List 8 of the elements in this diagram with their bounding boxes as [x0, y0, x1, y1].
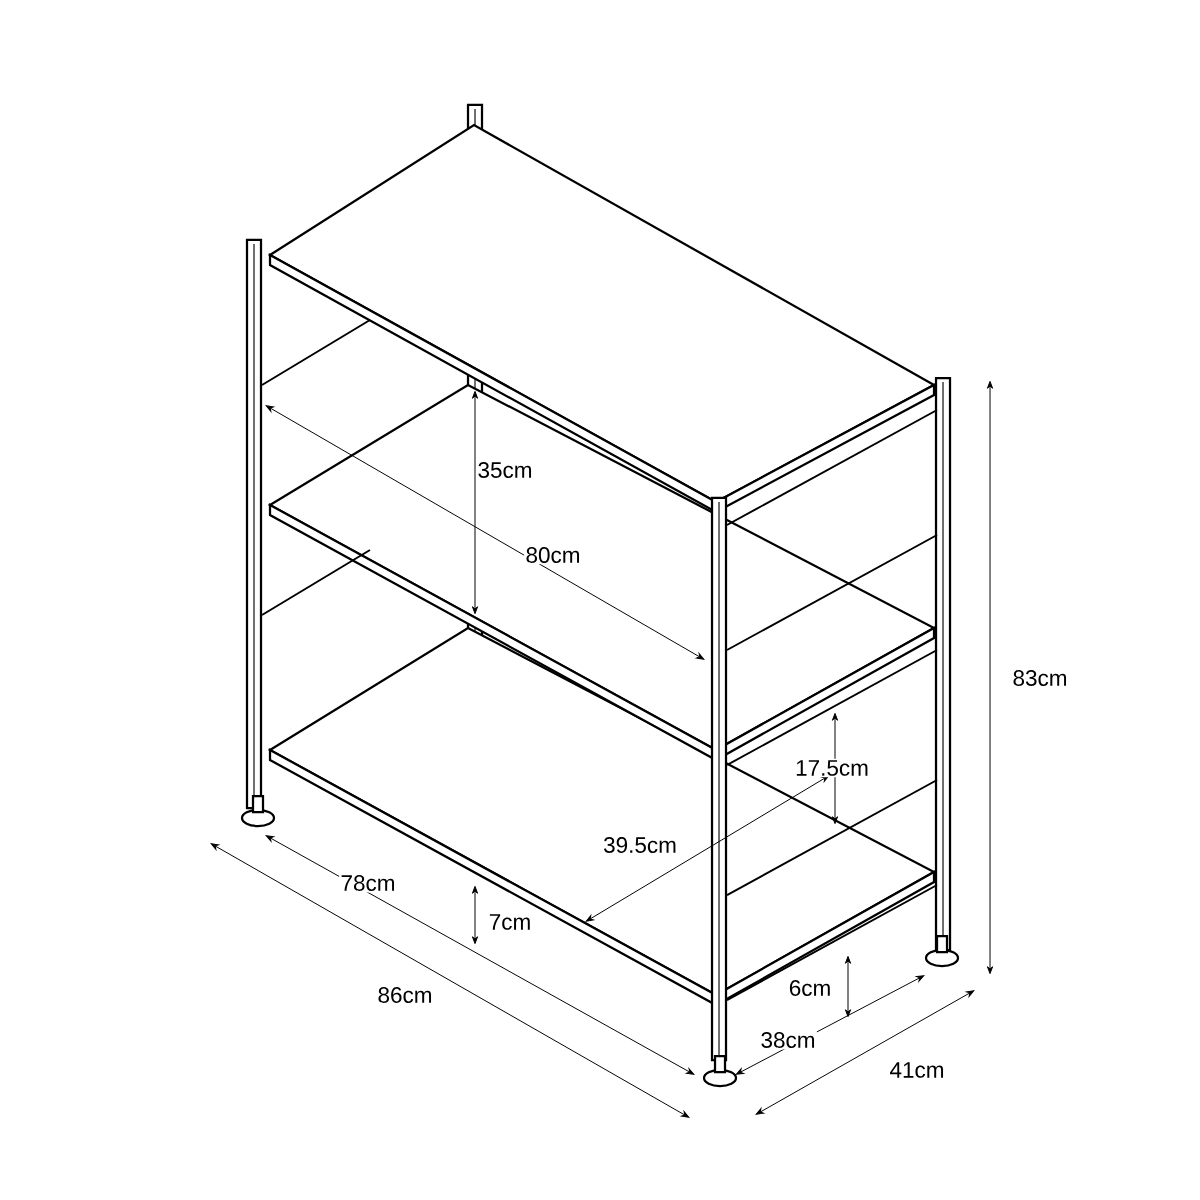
dimension-label: 86cm — [376, 985, 434, 1005]
dimension-label: 78cm — [339, 873, 397, 893]
dimension-label: 7cm — [487, 912, 533, 932]
dimension-label: 41cm — [888, 1060, 946, 1080]
dimension-label: 6cm — [787, 978, 833, 998]
dimension-label: 17.5cm — [793, 758, 871, 778]
dimension-label: 83cm — [1011, 668, 1069, 688]
dimension-label: 38cm — [759, 1030, 817, 1050]
